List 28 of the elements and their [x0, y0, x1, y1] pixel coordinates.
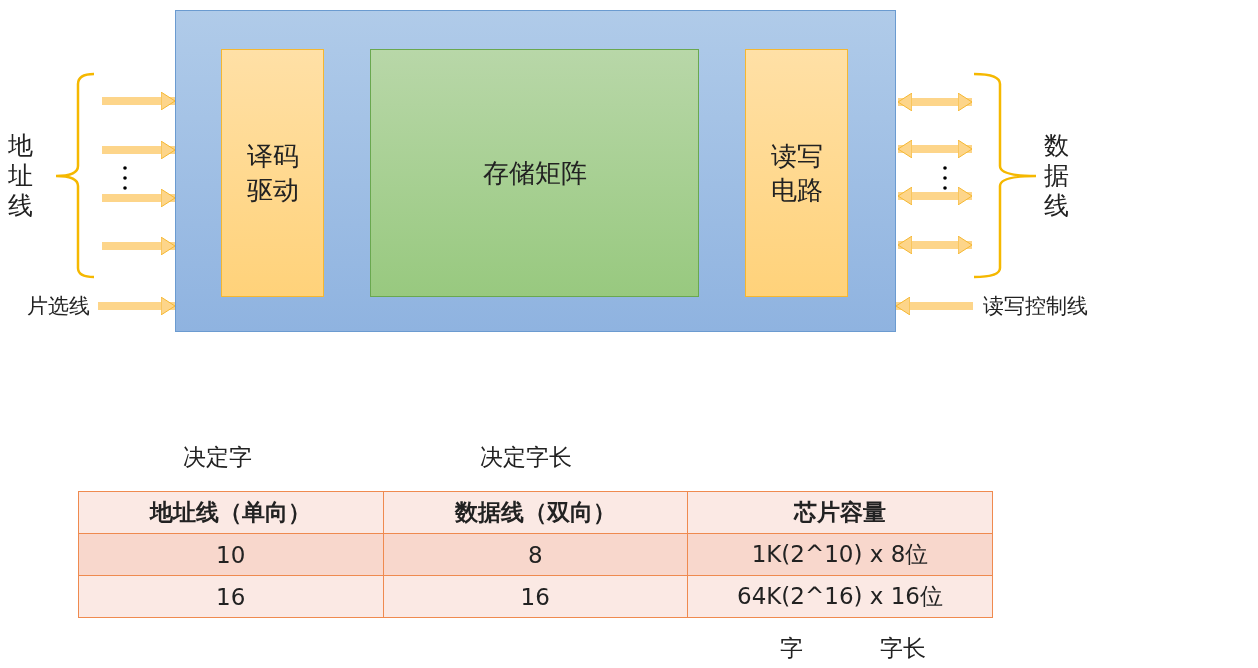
box-label: 译码驱动 [245, 140, 300, 207]
text-label: 读写控制线 [975, 292, 1095, 320]
text-label: 片选线 [20, 292, 96, 320]
annotation: 决定字 [183, 443, 252, 472]
double-arrow [897, 92, 973, 112]
memory-matrix-box [370, 49, 699, 297]
bus-label: 地址线 [6, 131, 34, 221]
table-cell: 16 [78, 575, 383, 618]
table-cell: 1K(2^10) x 8位 [687, 533, 993, 576]
annotation: 决定字长 [480, 443, 572, 472]
read-write-circuit-box [745, 49, 848, 297]
double-arrow [897, 139, 973, 159]
column-header: 地址线（单向） [78, 491, 383, 534]
table-cell: 8 [383, 533, 688, 576]
column-header: 数据线（双向） [383, 491, 688, 534]
chip-box [175, 10, 896, 332]
annotation: 字 [780, 634, 803, 663]
double-arrow [897, 186, 973, 206]
box-label: 存储矩阵 [482, 157, 587, 190]
annotation: 字长 [880, 634, 926, 663]
table-cell: 64K(2^16) x 16位 [687, 575, 993, 618]
table-cell: 16 [383, 575, 688, 618]
decoder-box [221, 49, 324, 297]
table-cell: 10 [78, 533, 383, 576]
box-label: 读写电路 [769, 140, 824, 207]
column-header: 芯片容量 [687, 491, 993, 534]
bus-label: 数据线 [1042, 131, 1070, 221]
double-arrow [897, 235, 973, 255]
